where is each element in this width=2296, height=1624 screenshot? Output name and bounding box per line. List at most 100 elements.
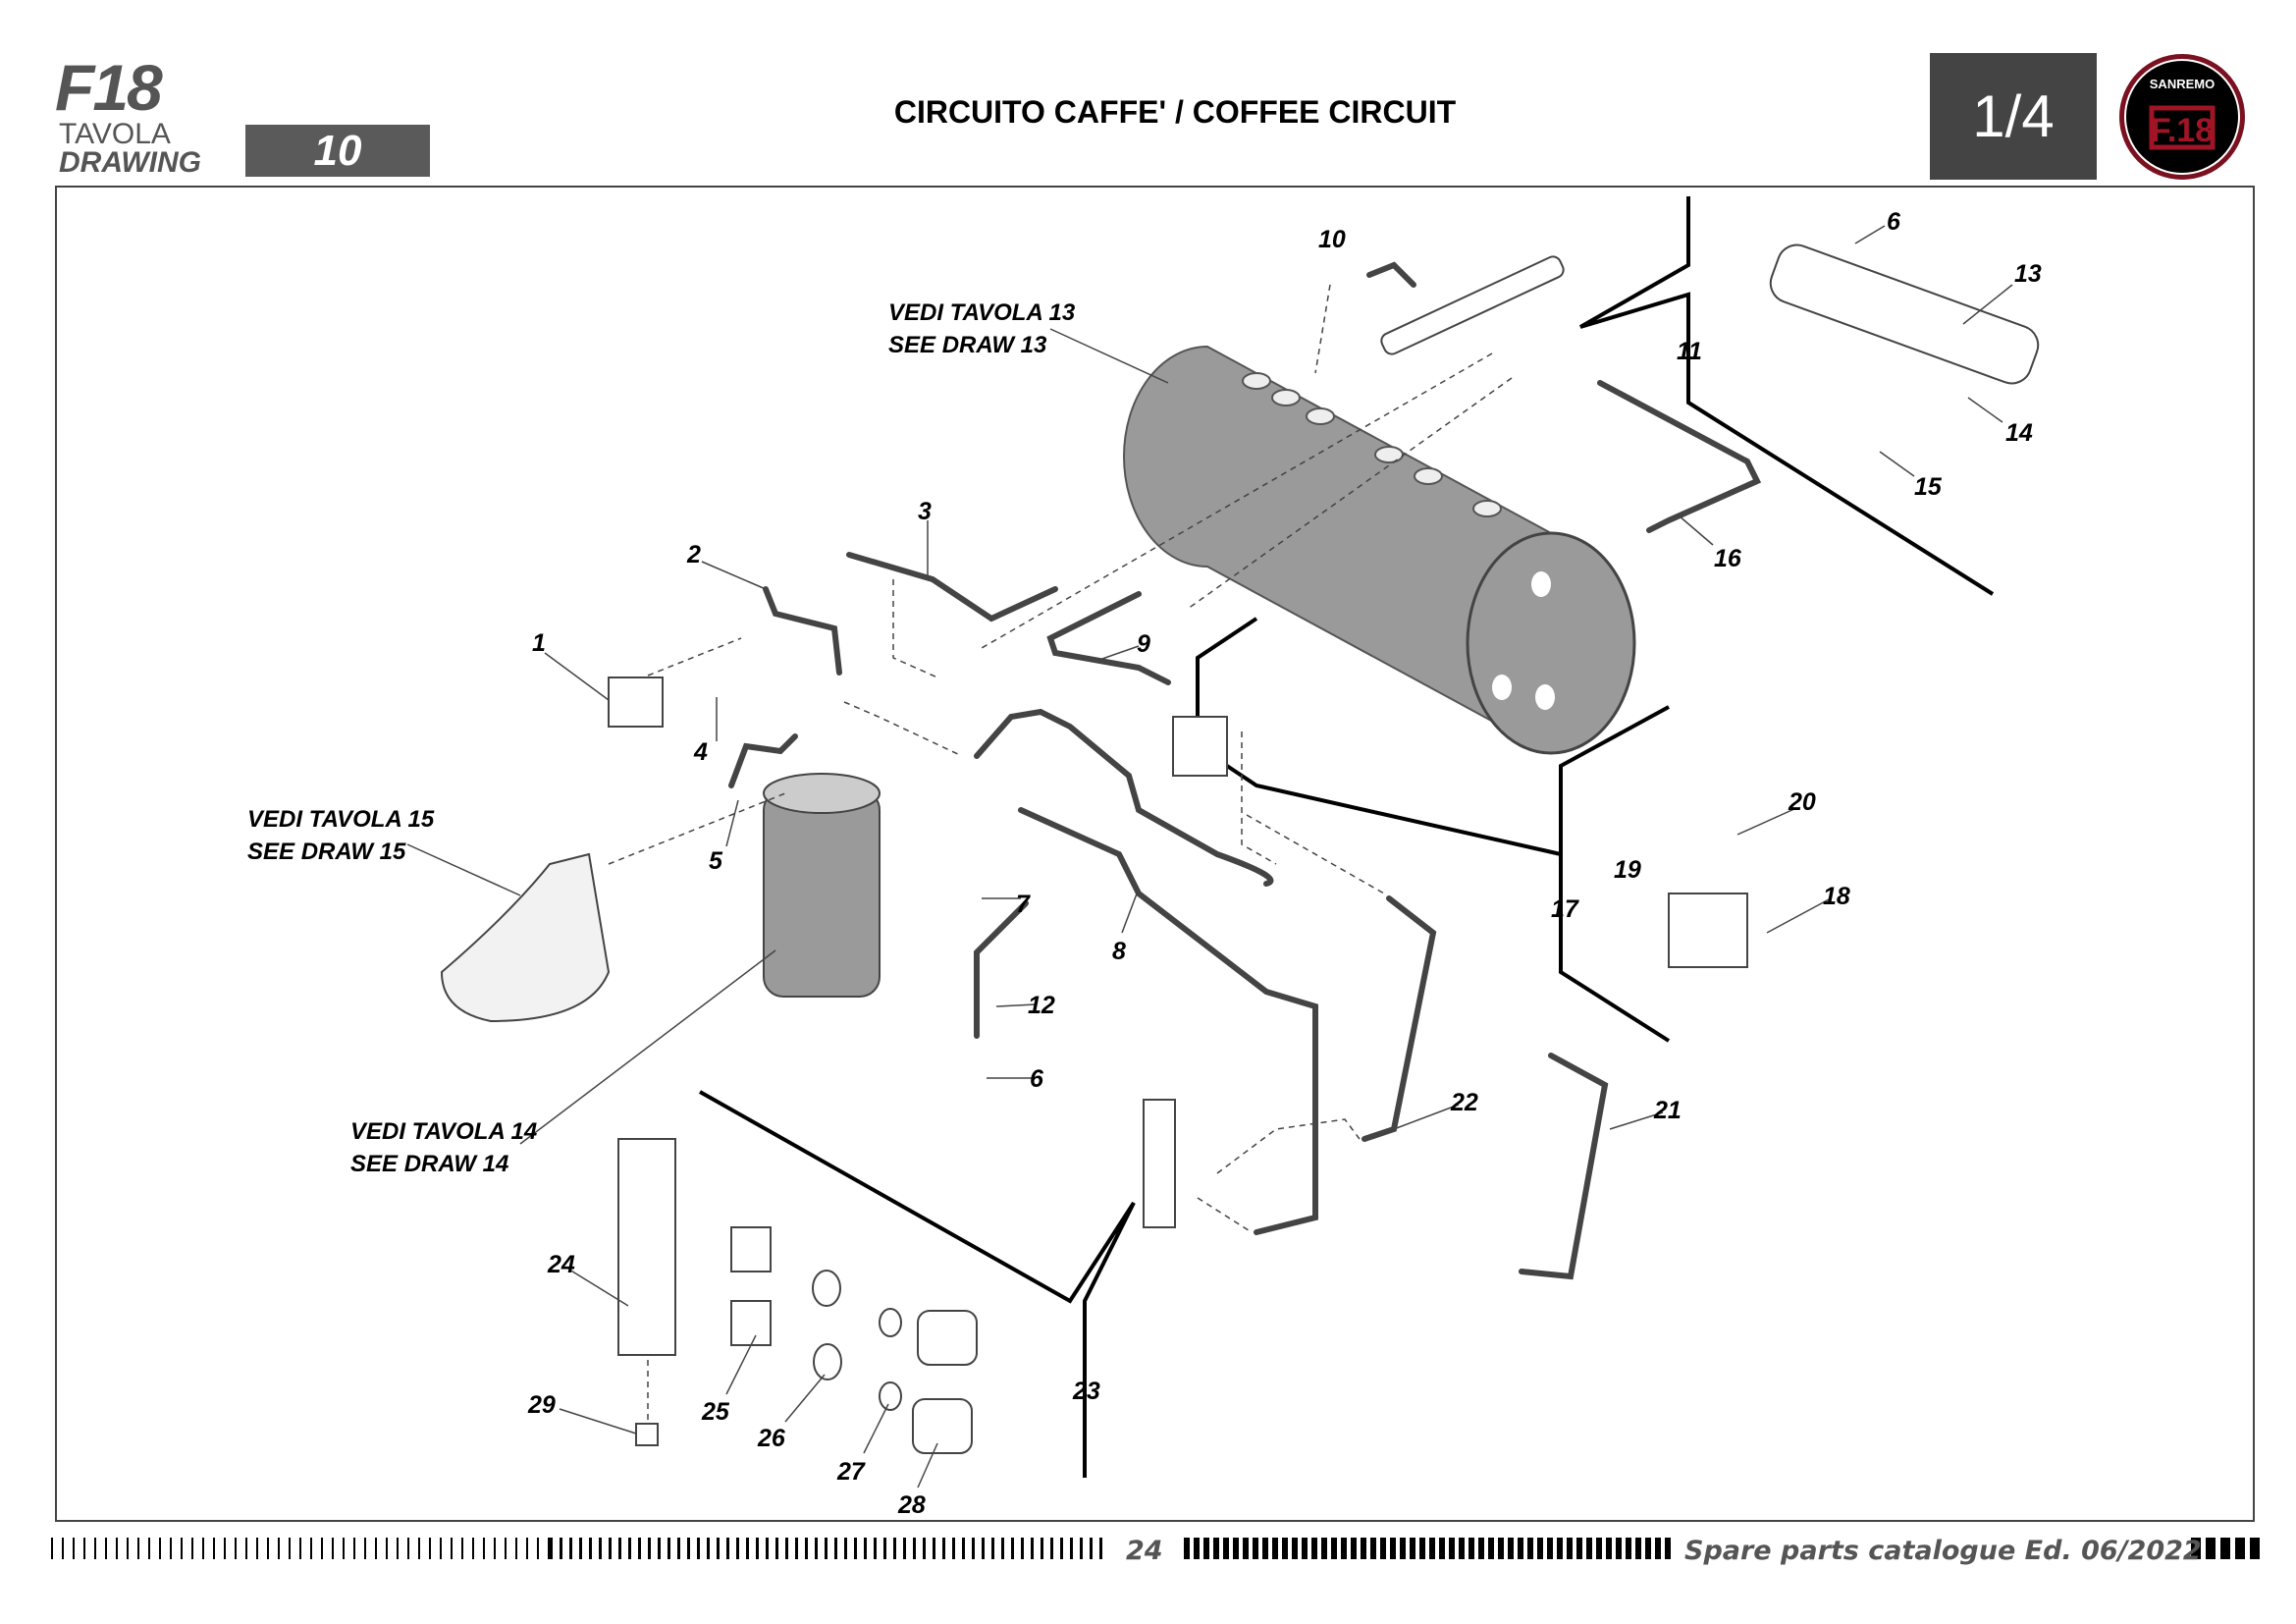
footer-bar — [1060, 1538, 1063, 1559]
footer-bar — [717, 1538, 720, 1559]
footer-bar — [73, 1538, 75, 1559]
svg-text:F.18: F.18 — [2151, 112, 2214, 149]
footer-bar — [746, 1538, 749, 1559]
footer-bar — [795, 1538, 798, 1559]
footer-bar — [429, 1538, 431, 1559]
part-number-label: 23 — [1072, 1378, 1100, 1405]
footer-bar — [933, 1538, 935, 1559]
footer-bar — [1498, 1538, 1504, 1559]
footer-bar — [589, 1538, 592, 1559]
boiler — [1123, 345, 1636, 755]
footer-bar — [1253, 1538, 1258, 1559]
svg-text:SANREMO: SANREMO — [2150, 77, 2215, 91]
dashed-lines — [608, 284, 1513, 1424]
footer-bar — [83, 1538, 85, 1559]
footer-bar — [1194, 1538, 1200, 1559]
footer-bar — [245, 1538, 247, 1559]
see-drawing-note: SEE DRAW 14 — [350, 1151, 508, 1177]
footer-bar — [1099, 1538, 1102, 1559]
footer-bar — [1311, 1538, 1317, 1559]
footer-bar — [893, 1538, 896, 1559]
footer-bar — [1586, 1538, 1592, 1559]
footer-bar — [1645, 1538, 1651, 1559]
footer-bar — [599, 1538, 602, 1559]
footer-bar — [775, 1538, 778, 1559]
footer-bar — [874, 1538, 877, 1559]
footer-bar — [864, 1538, 867, 1559]
footer-bar — [310, 1538, 312, 1559]
footer-bar — [505, 1538, 507, 1559]
footer-bar — [648, 1538, 651, 1559]
footer-bar — [364, 1538, 366, 1559]
part-number-label: 1 — [532, 629, 546, 657]
footer-bar — [548, 1538, 550, 1559]
footer-bar — [483, 1538, 485, 1559]
footer-bar — [697, 1538, 700, 1559]
footer-bar — [1031, 1538, 1034, 1559]
footer-bar — [1090, 1538, 1093, 1559]
footer-bar — [1011, 1538, 1014, 1559]
footer-bar — [440, 1538, 442, 1559]
part-number-label: 22 — [1450, 1089, 1478, 1116]
page-indicator: 1/4 — [1930, 53, 2097, 180]
footer-bar — [1302, 1538, 1308, 1559]
footer-bar — [181, 1538, 183, 1559]
footer-bar — [1223, 1538, 1229, 1559]
footer-bar — [1272, 1538, 1278, 1559]
footer-bar — [991, 1538, 994, 1559]
footer-bar — [375, 1538, 377, 1559]
page-number: 24 — [1126, 1536, 1163, 1566]
footer-bar — [1262, 1538, 1268, 1559]
footer-bar — [736, 1538, 739, 1559]
footer-bar — [815, 1538, 818, 1559]
footer-bar — [1331, 1538, 1337, 1559]
footer-bar — [962, 1538, 965, 1559]
footer-bar — [1547, 1538, 1553, 1559]
footer-bar — [1527, 1538, 1533, 1559]
footer-bar — [903, 1538, 906, 1559]
footer-bar — [1282, 1538, 1288, 1559]
footer-bar — [942, 1538, 945, 1559]
part-number-label: 18 — [1823, 883, 1850, 910]
model-name: F18 — [55, 51, 163, 124]
footer-bar — [2191, 1538, 2201, 1559]
see-drawing-note: SEE DRAW 15 — [247, 839, 406, 865]
footer-bar — [785, 1538, 788, 1559]
footer-bar — [952, 1538, 955, 1559]
footer-bar — [1321, 1538, 1327, 1559]
page-title: CIRCUITO CAFFE' / COFFEE CIRCUIT — [893, 94, 1457, 130]
drawing-label-en: DRAWING — [59, 146, 201, 179]
footer-bar — [526, 1538, 528, 1559]
footer-bar — [2250, 1538, 2260, 1559]
footer-bar — [1070, 1538, 1073, 1559]
footer-bar — [1041, 1538, 1043, 1559]
part-number-label: 25 — [701, 1398, 730, 1426]
part-number-label: 5 — [709, 847, 723, 875]
footer-bar — [1567, 1538, 1573, 1559]
footer-bar — [1518, 1538, 1523, 1559]
footer-bar — [2235, 1538, 2245, 1559]
footer-bar — [332, 1538, 334, 1559]
footer-bar — [1468, 1538, 1474, 1559]
part-number-label: 7 — [1016, 891, 1031, 918]
footer-bar — [1380, 1538, 1386, 1559]
footer-bar — [515, 1538, 517, 1559]
footer-bar — [687, 1538, 690, 1559]
footer-bar — [1370, 1538, 1376, 1559]
footer-bar — [213, 1538, 215, 1559]
part-number-label: 9 — [1137, 630, 1150, 658]
footer-bar — [618, 1538, 621, 1559]
footer-bar — [972, 1538, 975, 1559]
group-brackets — [699, 196, 1995, 1478]
footer-bar — [825, 1538, 828, 1559]
footer-bar — [726, 1538, 729, 1559]
part-number-label: 8 — [1112, 938, 1126, 965]
sanremo-logo: SANREMO F.18 — [2119, 54, 2245, 180]
footer-bar — [289, 1538, 291, 1559]
footer-bar — [756, 1538, 759, 1559]
footer-bar — [834, 1538, 837, 1559]
part-number-label: 17 — [1551, 895, 1579, 923]
footer-bar — [397, 1538, 399, 1559]
footer-bar — [159, 1538, 161, 1559]
